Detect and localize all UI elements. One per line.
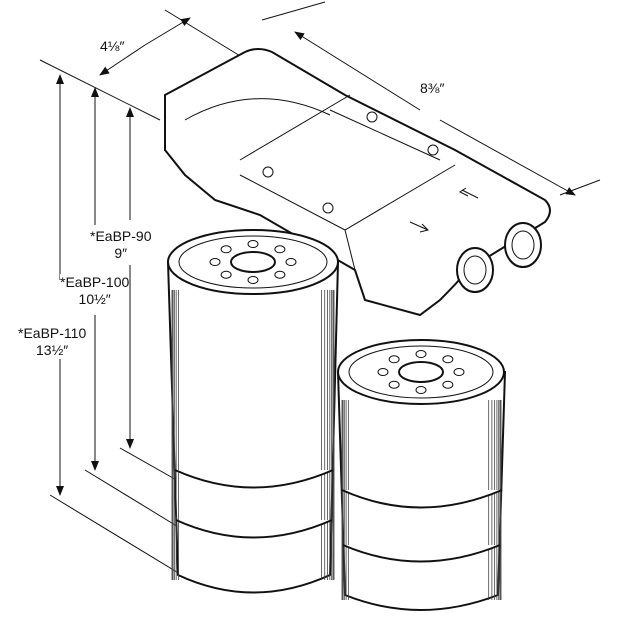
filter-large bbox=[166, 229, 340, 594]
filter-hole bbox=[220, 245, 232, 254]
filter-hole bbox=[209, 258, 221, 266]
filter-hole bbox=[220, 270, 232, 279]
height-label-eabp-110: *EaBP-110 13½″ bbox=[18, 325, 87, 359]
model-name: *EaBP-110 bbox=[18, 325, 87, 341]
height-label-eabp-90: *EaBP-90 9″ bbox=[90, 228, 152, 262]
height-value: 10½″ bbox=[78, 291, 111, 307]
filter-hole bbox=[415, 386, 427, 394]
height-value: 13½″ bbox=[36, 342, 69, 358]
filter-hole bbox=[377, 368, 389, 376]
filter-hole bbox=[274, 270, 286, 279]
filter-hole bbox=[388, 355, 400, 364]
height-label-eabp-100: *EaBP-100 10½″ bbox=[60, 274, 130, 308]
dimension-lines bbox=[39, 1, 601, 581]
filter-hole bbox=[442, 355, 454, 364]
filter-head bbox=[164, 48, 551, 317]
filter-hole bbox=[247, 240, 259, 248]
filter-hole bbox=[285, 258, 297, 266]
model-name: *EaBP-100 bbox=[60, 274, 130, 290]
model-name: *EaBP-90 bbox=[90, 228, 152, 244]
filter-hole bbox=[453, 368, 465, 376]
length-dimension-label: 8⅜″ bbox=[420, 80, 445, 97]
filter-small bbox=[336, 339, 507, 611]
filter-hole bbox=[415, 350, 427, 358]
height-value: 9″ bbox=[114, 245, 128, 261]
width-dimension-label: 4⅛″ bbox=[100, 38, 125, 55]
filter-hole bbox=[247, 276, 259, 284]
filter-hole bbox=[388, 380, 400, 389]
filter-hole bbox=[274, 245, 286, 254]
filter-hole bbox=[442, 380, 454, 389]
